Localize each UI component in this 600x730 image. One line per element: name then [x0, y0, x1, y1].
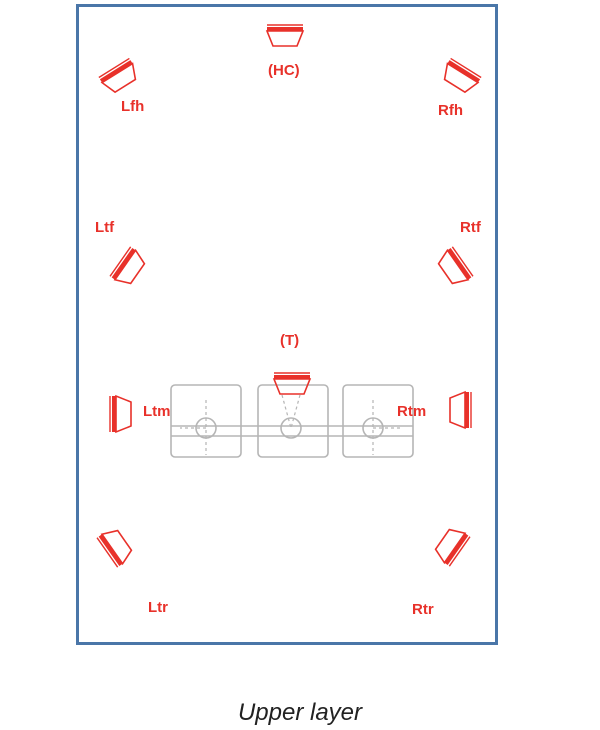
room-outline: [76, 4, 498, 645]
speaker-ltf: [109, 245, 149, 290]
seat-right: [342, 384, 414, 458]
label-t: (T): [280, 332, 300, 349]
label-rfh: Rfh: [438, 102, 463, 119]
speaker-rfh: [438, 57, 482, 97]
label-ltr: Ltr: [148, 599, 168, 616]
label-rtm: Rtm: [397, 403, 427, 420]
seat-center: [257, 384, 329, 458]
label-rtr: Rtr: [412, 601, 434, 618]
speaker-rtf: [434, 245, 474, 290]
speaker-hc: [266, 24, 304, 47]
label-rtf: Rtf: [460, 219, 481, 236]
diagram-caption: Upper layer: [237, 699, 363, 726]
speaker-ltm: [109, 395, 132, 433]
label-ltm: Ltm: [143, 403, 171, 420]
seat-left: [170, 384, 242, 458]
label-ltf: Ltf: [95, 219, 115, 236]
speaker-ltr: [96, 524, 136, 569]
listener-head-center: [280, 417, 302, 439]
speaker-rtr: [431, 523, 471, 568]
speaker-lfh: [98, 57, 142, 97]
seating-row: [170, 384, 414, 458]
speaker-t: [273, 372, 311, 395]
speaker-rtm: [449, 391, 472, 429]
label-hc: (HC): [268, 62, 300, 79]
label-lfh: Lfh: [121, 98, 145, 115]
